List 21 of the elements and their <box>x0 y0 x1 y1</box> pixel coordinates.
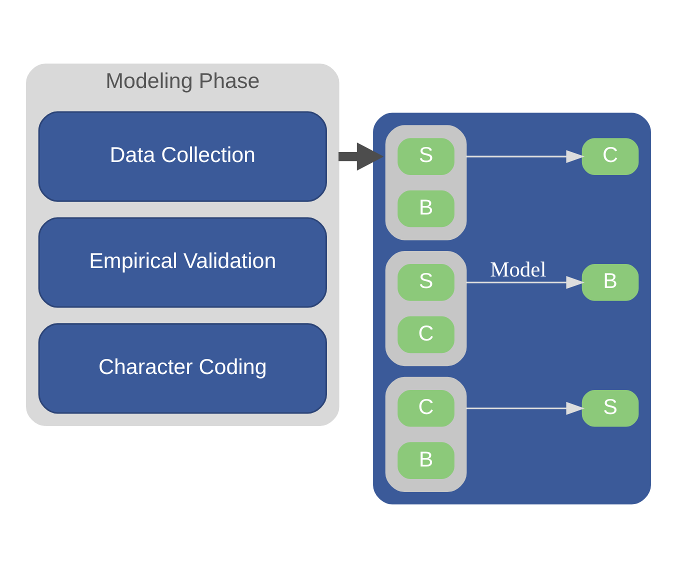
node-box: B <box>398 190 454 227</box>
cluster <box>385 376 467 492</box>
cluster <box>385 124 467 240</box>
node-box: C <box>582 138 639 174</box>
cluster <box>385 250 467 366</box>
cluster <box>373 112 651 504</box>
node-box: S <box>398 138 454 174</box>
node-box: Data Collection <box>38 110 327 202</box>
arrow <box>466 150 585 163</box>
edge-label: Model <box>490 257 546 282</box>
arrow <box>466 401 585 414</box>
node-box: Empirical Validation <box>38 216 327 308</box>
arrow <box>338 142 384 170</box>
node-box: C <box>398 316 454 353</box>
arrow <box>466 276 585 288</box>
node-box: B <box>398 442 454 478</box>
node-box: S <box>582 389 639 426</box>
node-box: B <box>582 264 639 300</box>
node-box: C <box>398 389 454 426</box>
node-box: Character Coding <box>38 322 327 414</box>
node-box: S <box>398 264 454 300</box>
